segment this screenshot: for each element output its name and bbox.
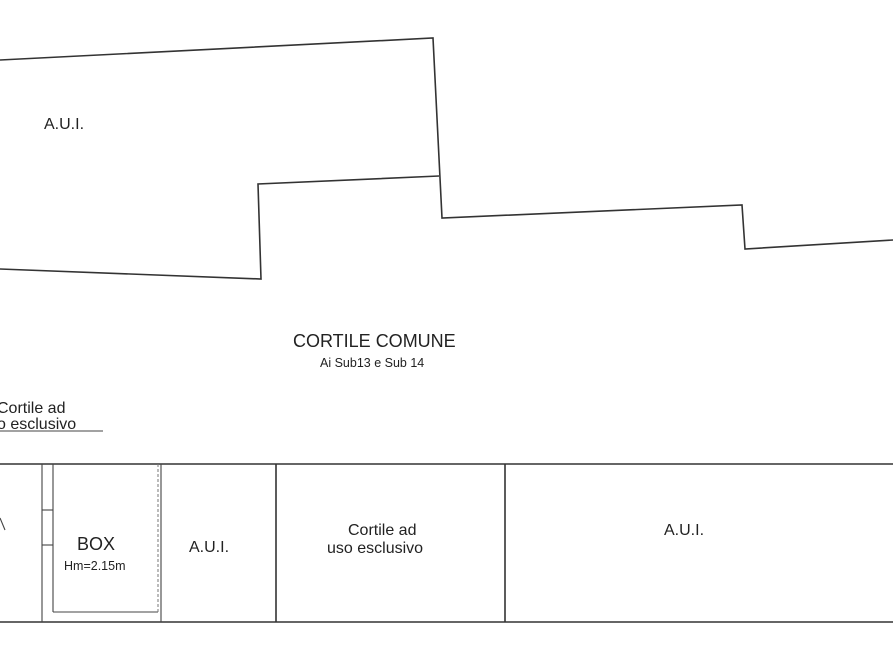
left-courtyard-label-line1: Cortile ad bbox=[0, 400, 65, 417]
left-edge-mark bbox=[0, 517, 6, 531]
upper-aui-outline bbox=[0, 37, 893, 250]
courtyard-common-title: CORTILE COMUNE bbox=[293, 331, 456, 351]
courtyard-common-subtitle: Ai Sub13 e Sub 14 bbox=[320, 356, 424, 370]
box-height-label: Hm=2.15m bbox=[64, 559, 125, 573]
lower-courtyard-label-line2: uso esclusivo bbox=[327, 540, 423, 557]
lower-aui-left-label: A.U.I. bbox=[189, 539, 229, 556]
upper-aui-lower-outline bbox=[0, 175, 440, 280]
upper-aui-label: A.U.I. bbox=[44, 116, 84, 133]
lower-courtyard-label-line1: Cortile ad bbox=[348, 522, 416, 539]
box-label: BOX bbox=[77, 534, 115, 554]
left-courtyard-label-line2: o esclusivo bbox=[0, 416, 76, 433]
lower-aui-right-label: A.U.I. bbox=[664, 522, 704, 539]
